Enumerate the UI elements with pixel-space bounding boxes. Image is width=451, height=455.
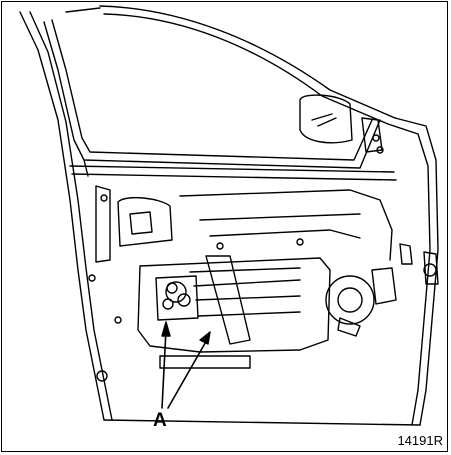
fixing-holes — [88, 134, 384, 382]
callout-label-a: A — [153, 410, 167, 431]
lock-mechanism — [325, 243, 439, 337]
regulator-mechanism — [155, 275, 199, 321]
callout-leaders — [161, 321, 211, 409]
figure-reference-number: 14191R — [397, 433, 443, 448]
mirror — [299, 94, 383, 153]
window-opening — [43, 19, 397, 181]
inner-panel — [95, 185, 393, 369]
door-outer-frame — [19, 5, 439, 426]
